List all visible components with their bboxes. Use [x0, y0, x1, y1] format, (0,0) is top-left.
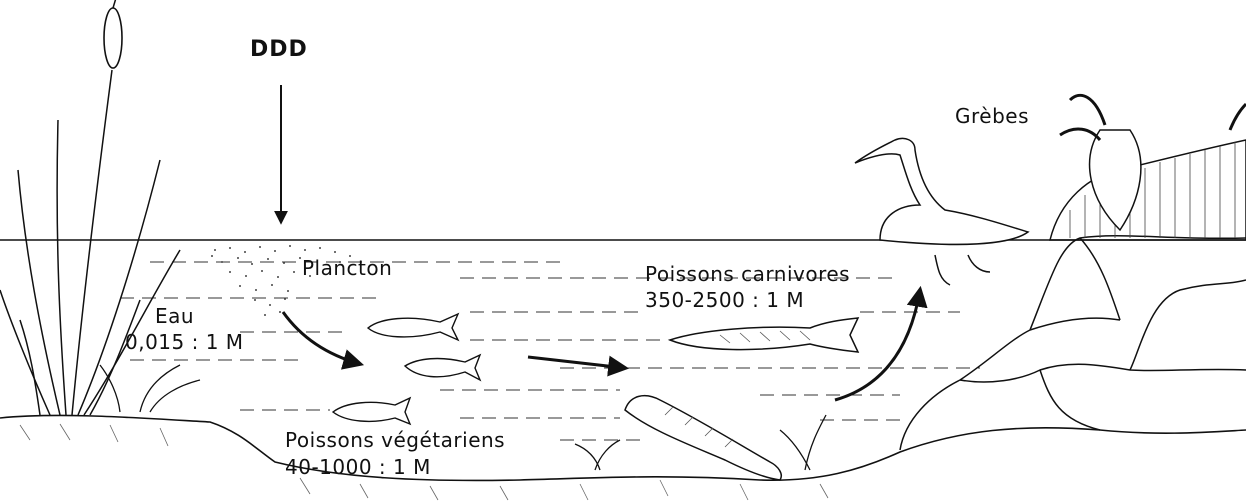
leaf-right [1090, 130, 1141, 230]
label-water-ratio: 0,015 : 1 M [125, 330, 244, 354]
label-carnivores: Poissons carnivores [645, 262, 850, 286]
label-grebes: Grèbes [955, 104, 1029, 128]
fish-carnivore [625, 318, 858, 480]
reeds [0, 70, 180, 415]
cattail-head [104, 8, 122, 68]
label-herbivores: Poissons végétariens [285, 428, 505, 452]
label-ddd: DDD [250, 38, 308, 62]
label-plankton: Plancton [302, 256, 392, 280]
label-water: Eau [155, 304, 194, 328]
shore-vegetation [1050, 140, 1246, 240]
arrow-herbivores-to-carnivores [528, 357, 625, 368]
grebe-bird [855, 138, 1028, 285]
fish-herbivore [333, 314, 480, 424]
rocks [900, 236, 1246, 450]
lake-bottom [0, 415, 1246, 480]
label-carnivores-ratio: 350-2500 : 1 M [645, 288, 804, 312]
arrow-plankton-to-herbivores [283, 312, 360, 364]
label-herbivores-ratio: 40-1000 : 1 M [285, 455, 431, 479]
